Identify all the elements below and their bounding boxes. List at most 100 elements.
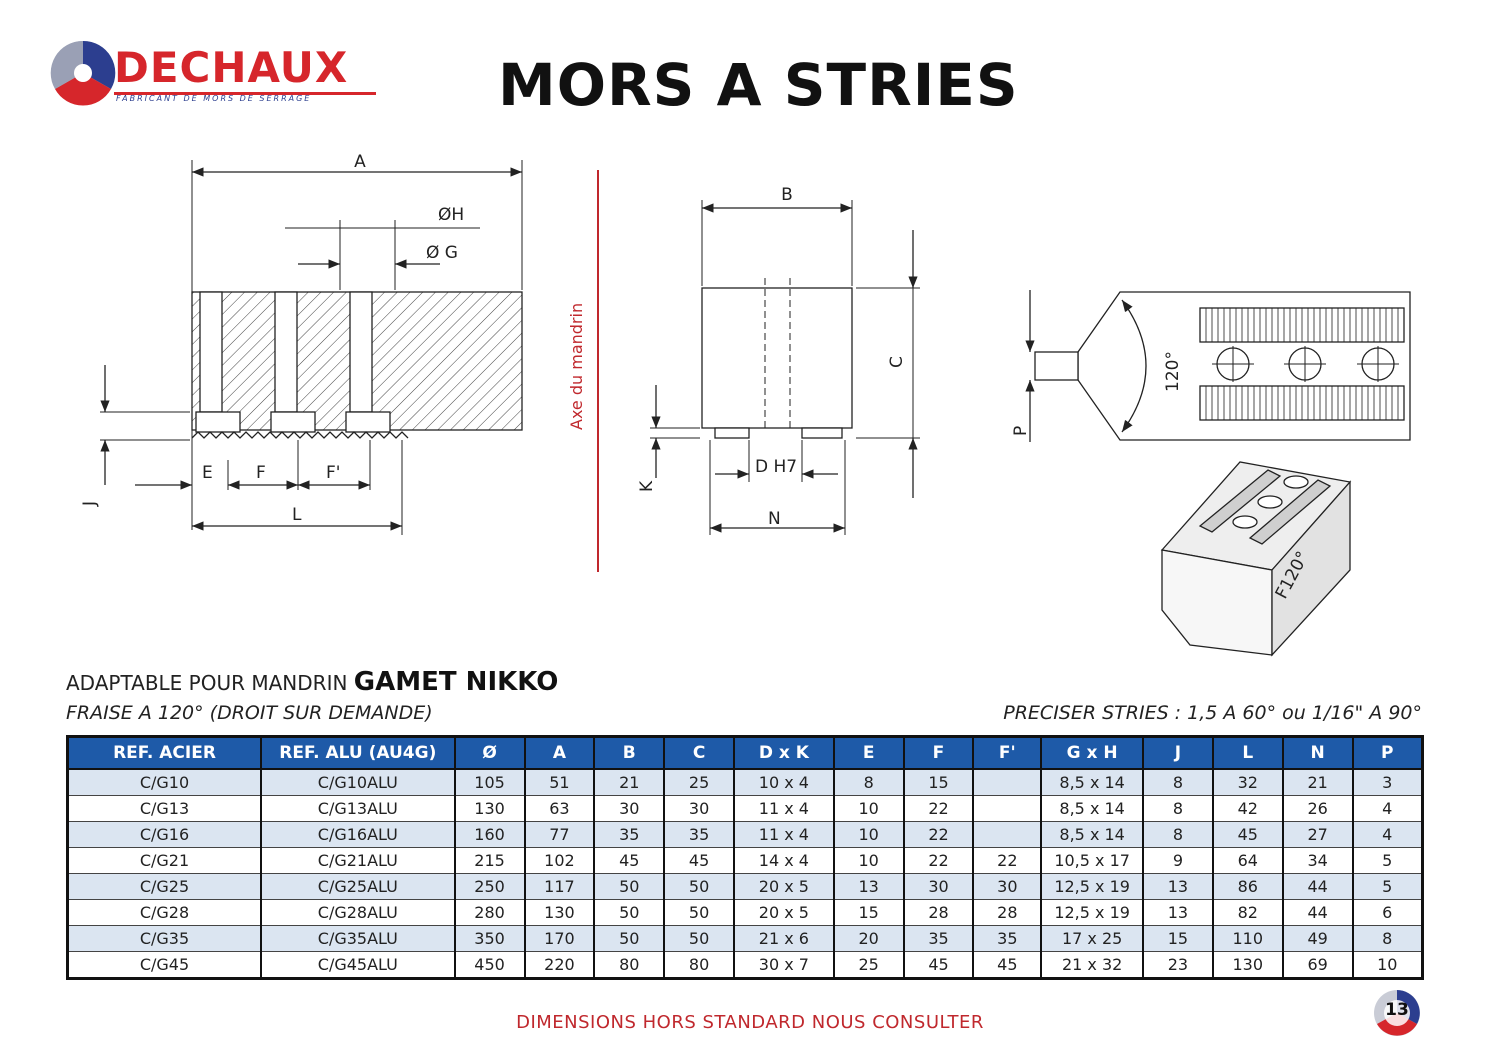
table-cell: 30: [902, 873, 974, 900]
page-number: 13: [1385, 1000, 1409, 1020]
table-cell: 21 x 32: [1040, 951, 1144, 979]
logo-underline: [114, 92, 376, 95]
table-cell: 22: [902, 821, 974, 848]
table-cell: 6: [1351, 899, 1423, 926]
table-cell: 220: [523, 951, 595, 979]
table-cell: 160: [453, 821, 525, 848]
table-cell: 12,5 x 19: [1040, 899, 1144, 926]
table-cell: 51: [523, 769, 595, 796]
footer-note: DIMENSIONS HORS STANDARD NOUS CONSULTER: [516, 1012, 984, 1033]
table-cell: 32: [1211, 769, 1283, 796]
table-cell: 34: [1281, 847, 1353, 874]
table-cell: 250: [453, 873, 525, 900]
table-header-cell: REF. ALU (AU4G): [260, 736, 455, 770]
label-angle: 120°: [1163, 351, 1183, 392]
table-header-cell: E: [832, 736, 904, 770]
table-cell: C/G35ALU: [260, 925, 455, 952]
table-cell: 5: [1351, 873, 1423, 900]
table-cell: 20 x 5: [733, 873, 834, 900]
table-cell: 21 x 6: [733, 925, 834, 952]
table-header-cell: F: [902, 736, 974, 770]
table-cell: 30 x 7: [733, 951, 834, 979]
table-cell: [972, 769, 1042, 796]
label-N: N: [768, 509, 781, 529]
page-number-badge: 13: [1372, 988, 1422, 1038]
fraise-note: FRAISE A 120° (DROIT SUR DEMANDE): [66, 702, 433, 724]
table-cell: 170: [523, 925, 595, 952]
table-header-cell: L: [1211, 736, 1283, 770]
brand-name: DECHAUX: [114, 43, 349, 92]
table-cell: 8: [1142, 821, 1213, 848]
table-cell: 30: [972, 873, 1042, 900]
table-cell: 13: [1142, 873, 1213, 900]
table-cell: 130: [453, 795, 525, 822]
adaptable-brand: GAMET NIKKO: [353, 667, 559, 697]
label-C: C: [887, 356, 907, 368]
table-cell: 45: [663, 847, 735, 874]
table-cell: 14 x 4: [733, 847, 834, 874]
label-L: L: [292, 505, 302, 525]
table-cell: 30: [593, 795, 665, 822]
table-cell: 69: [1281, 951, 1353, 979]
table-cell: 45: [902, 951, 974, 979]
table-cell: 28: [902, 899, 974, 926]
table-cell: 10: [1351, 951, 1423, 979]
table-header-cell: REF. ACIER: [66, 736, 262, 770]
label-D: D H7: [755, 457, 797, 477]
page-badge-icon: [1374, 990, 1420, 1036]
table-cell: C/G13ALU: [260, 795, 455, 822]
table-cell: 35: [663, 821, 735, 848]
table-cell: 35: [593, 821, 665, 848]
table-cell: 450: [453, 951, 525, 979]
table-cell: C/G45ALU: [260, 951, 455, 979]
table-cell: 130: [523, 899, 595, 926]
table-cell: C/G25: [66, 873, 262, 900]
table-cell: 25: [832, 951, 904, 979]
label-F: F: [256, 463, 266, 483]
table-cell: 35: [972, 925, 1042, 952]
stries-note: PRECISER STRIES : 1,5 A 60° ou 1/16" A 9…: [1003, 702, 1422, 724]
table-cell: 13: [1142, 899, 1213, 926]
table-cell: C/G28: [66, 899, 262, 926]
page-title: MORS A STRIES: [498, 51, 1019, 119]
table-cell: 44: [1281, 873, 1353, 900]
table-cell: 280: [453, 899, 525, 926]
table-cell: 9: [1142, 847, 1213, 874]
table-cell: 80: [593, 951, 665, 979]
table-cell: 350: [453, 925, 525, 952]
table-cell: 35: [902, 925, 974, 952]
table-cell: 8,5 x 14: [1040, 821, 1144, 848]
table-cell: C/G10: [66, 769, 262, 796]
table-cell: 23: [1142, 951, 1213, 979]
isometric-view: [1160, 461, 1352, 657]
table-cell: 86: [1211, 873, 1283, 900]
table-header-cell: Ø: [453, 736, 525, 770]
table-cell: 80: [663, 951, 735, 979]
table-cell: 13: [832, 873, 904, 900]
table-cell: 45: [593, 847, 665, 874]
table-cell: 3: [1351, 769, 1423, 796]
table-cell: 45: [1211, 821, 1283, 848]
label-H: ØH: [438, 205, 464, 225]
front-view: [650, 200, 920, 535]
label-J: J: [80, 501, 100, 507]
table-cell: C/G45: [66, 951, 262, 979]
table-cell: C/G25ALU: [260, 873, 455, 900]
table-cell: 11 x 4: [733, 795, 834, 822]
table-header-cell: G x H: [1040, 736, 1144, 770]
table-cell: C/G21: [66, 847, 262, 874]
table-cell: 42: [1211, 795, 1283, 822]
table-cell: 10: [832, 821, 904, 848]
adaptable-prefix: ADAPTABLE POUR MANDRIN: [66, 671, 348, 695]
table-cell: 27: [1281, 821, 1353, 848]
table-cell: 12,5 x 19: [1040, 873, 1144, 900]
adaptable-line: ADAPTABLE POUR MANDRIN GAMET NIKKO: [66, 668, 558, 697]
table-cell: C/G21ALU: [260, 847, 455, 874]
